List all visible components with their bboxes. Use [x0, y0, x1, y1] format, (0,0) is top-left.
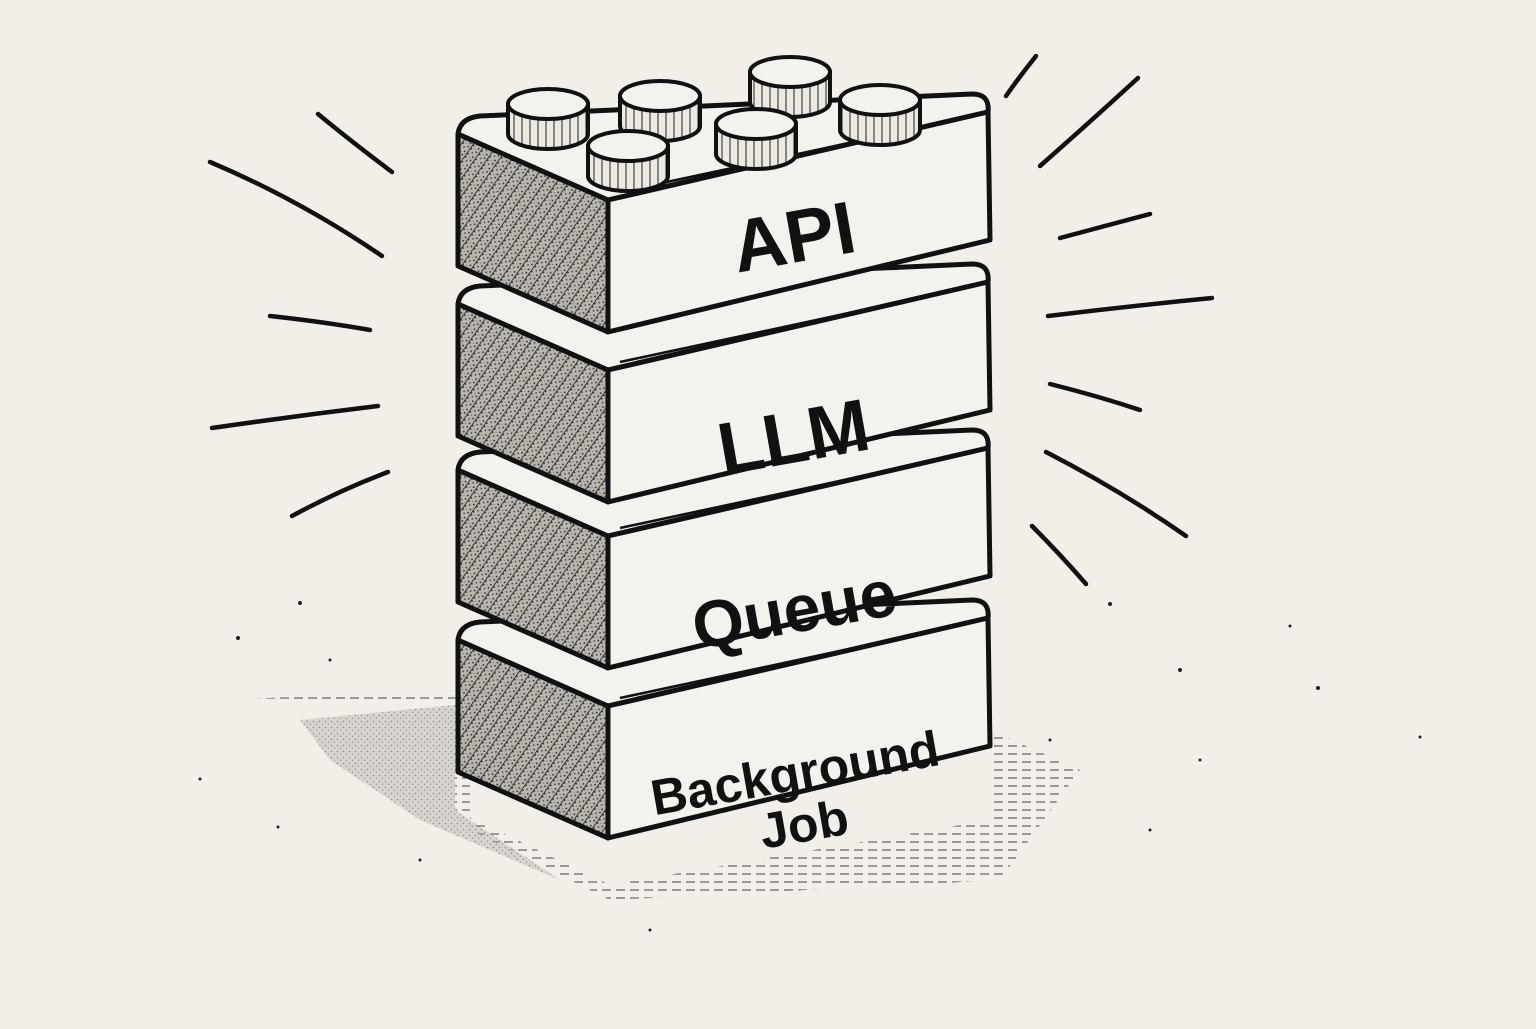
ink-speckles — [198, 601, 1422, 932]
ground-shadow — [220, 690, 1080, 900]
brick-background-job: BackgroundJob — [455, 597, 993, 860]
top-stud — [838, 83, 922, 147]
emphasis-strokes-left — [207, 111, 395, 519]
emphasis-strokes-right — [1003, 53, 1215, 587]
top-stud — [714, 107, 798, 171]
top-stud — [586, 129, 670, 193]
brick-llm: LLM — [455, 261, 993, 505]
brick-queue: Queue — [455, 427, 993, 671]
top-stud — [506, 87, 590, 151]
top-studs — [506, 55, 922, 193]
